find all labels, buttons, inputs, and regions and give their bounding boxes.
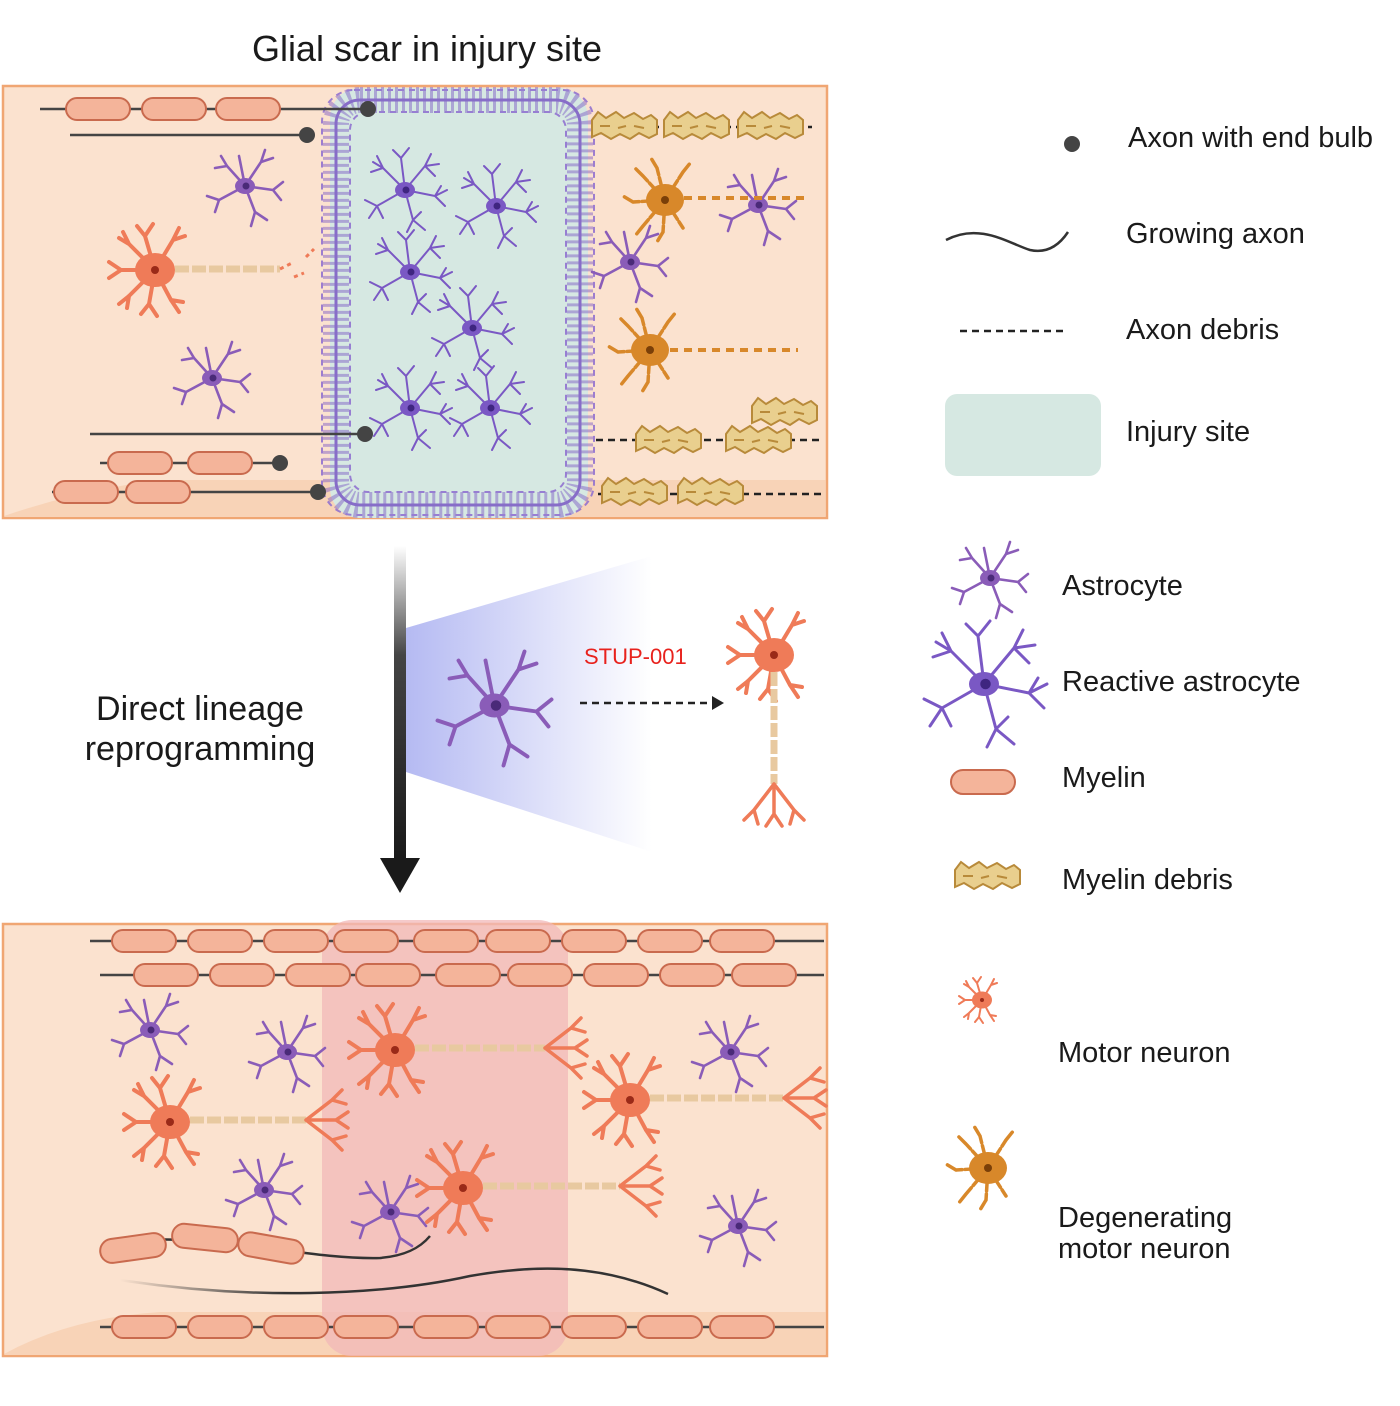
injury-site-region <box>330 88 588 518</box>
myelin-segment <box>485 1315 551 1339</box>
down-arrow-shaft <box>394 546 406 858</box>
top-panel <box>1 84 829 520</box>
regenerated-site-region <box>322 920 568 1356</box>
myelin-segment <box>187 1315 253 1339</box>
legend <box>922 136 1101 1212</box>
myelin-segment <box>263 929 329 953</box>
legend-degenerating-neuron <box>944 1124 1016 1212</box>
myelin-segment <box>561 929 627 953</box>
myelin-segment <box>333 1315 399 1339</box>
growing-axon-2 <box>119 1267 669 1296</box>
step-label-line1: Direct lineage <box>96 690 304 728</box>
myelin-segment <box>507 963 573 987</box>
myelin-segment <box>485 929 551 953</box>
legend-label-reactive-astrocyte: Reactive astrocyte <box>1062 666 1301 698</box>
legend-label-growing-axon: Growing axon <box>1126 218 1305 250</box>
myelin-segment <box>285 963 351 987</box>
myelin-segment <box>187 929 253 953</box>
myelin-segment <box>413 1315 479 1339</box>
myelin-segment <box>263 1315 329 1339</box>
myelin-segment <box>209 963 275 987</box>
step-label-line2: reprogramming <box>84 730 316 768</box>
myelin-segment <box>709 1315 775 1339</box>
myelin-segment <box>333 929 399 953</box>
top-axon-debris <box>591 111 822 506</box>
legend-label-degenerating-2: motor neuron <box>1058 1233 1231 1265</box>
legend-myelin-debris <box>954 861 1021 890</box>
myelin-segment <box>731 963 797 987</box>
top-myelinated-axons <box>40 97 376 504</box>
zoom-cone <box>406 556 652 852</box>
legend-label-myelin: Myelin <box>1062 762 1146 794</box>
legend-growing-axon <box>945 231 1070 253</box>
myelin-segment <box>435 963 501 987</box>
legend-label-axon-debris: Axon debris <box>1126 314 1280 346</box>
growing-axon-myelin <box>99 1222 305 1265</box>
figure-title: Glial scar in injury site <box>252 28 602 69</box>
myelin-segment <box>413 929 479 953</box>
legend-motor-neuron <box>958 976 998 1024</box>
drug-label: STUP-001 <box>584 644 687 669</box>
myelin-segment <box>561 1315 627 1339</box>
legend-label-astrocyte: Astrocyte <box>1062 570 1183 602</box>
myelin-segment <box>637 1315 703 1339</box>
myelin-segment <box>111 929 177 953</box>
down-arrow-head <box>380 858 420 893</box>
reprogramming-step <box>380 546 806 893</box>
myelin-segment <box>355 963 421 987</box>
myelin-segment <box>111 1315 177 1339</box>
legend-label-injury-site: Injury site <box>1126 416 1251 448</box>
myelin-segment <box>637 929 703 953</box>
legend-label-myelin-debris: Myelin debris <box>1062 864 1233 896</box>
legend-label-motor-neuron: Motor neuron <box>1058 1037 1231 1069</box>
legend-label-axon-end-bulb: Axon with end bulb <box>1128 122 1374 154</box>
legend-axon-end-bulb <box>945 136 1080 152</box>
legend-myelin <box>950 769 1016 795</box>
bottom-panel <box>1 920 829 1358</box>
legend-astrocyte <box>950 540 1030 620</box>
bottom-myelinated-axons <box>90 929 824 1339</box>
glial-scar <box>321 87 595 518</box>
legend-injury-site <box>945 394 1101 476</box>
myelin-segment <box>659 963 725 987</box>
myelin-segment <box>583 963 649 987</box>
legend-reactive-astrocyte <box>922 619 1049 749</box>
myelin-segment <box>133 963 199 987</box>
legend-label-degenerating-1: Degenerating <box>1058 1202 1233 1234</box>
myelin-segment <box>709 929 775 953</box>
